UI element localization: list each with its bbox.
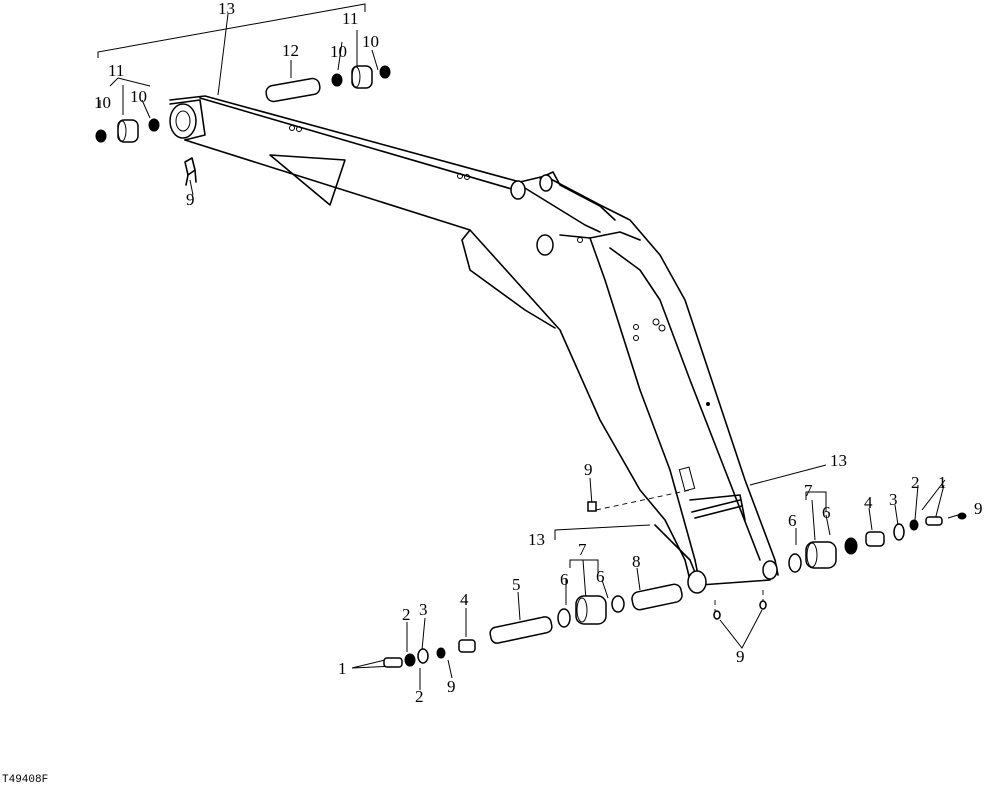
callout-7-right: 7	[804, 481, 813, 500]
callout-9-foot: 9	[736, 647, 745, 666]
callout-5: 5	[512, 575, 521, 594]
loose-parts	[95, 65, 967, 668]
callout-2-right: 2	[911, 473, 920, 492]
callout-12: 12	[282, 41, 299, 60]
callout-9-lower: 9	[447, 677, 456, 696]
callout-10-left-b: 10	[130, 87, 147, 106]
callout-6-right-a: 6	[788, 511, 797, 530]
callout-2-lower-top: 2	[402, 605, 411, 624]
callout-8: 8	[632, 552, 641, 571]
callout-10-top-b: 10	[362, 32, 379, 51]
callout-3-right: 3	[889, 490, 898, 509]
callout-3-lower: 3	[419, 600, 428, 619]
callout-6-lower-a: 6	[560, 570, 569, 589]
callout-13-top: 13	[218, 0, 235, 18]
callout-7-lower: 7	[578, 540, 587, 559]
callout-6-lower-b: 6	[596, 567, 605, 586]
callout-9-tip: 9	[186, 190, 195, 209]
callout-1-right: 1	[938, 473, 947, 492]
callout-13-right: 13	[830, 451, 847, 470]
boom-arm	[169, 95, 779, 594]
callout-6-right-b: 6	[822, 503, 831, 522]
callout-9-middle: 9	[584, 460, 593, 479]
callout-10-top-a: 10	[330, 42, 347, 61]
callout-10-left-a: 10	[94, 93, 111, 112]
callout-1-lower: 1	[338, 659, 347, 678]
callout-11-left: 11	[108, 61, 124, 80]
figure-code: T49408F	[2, 774, 48, 786]
callout-11-top-right: 11	[342, 9, 358, 28]
callout-4-right: 4	[864, 493, 873, 512]
callout-4-lower: 4	[460, 590, 469, 609]
leader-lines	[97, 3, 959, 690]
callout-9-right: 9	[974, 499, 983, 518]
callout-2-lower-bottom: 2	[415, 687, 424, 706]
callout-13-lower: 13	[528, 530, 545, 549]
